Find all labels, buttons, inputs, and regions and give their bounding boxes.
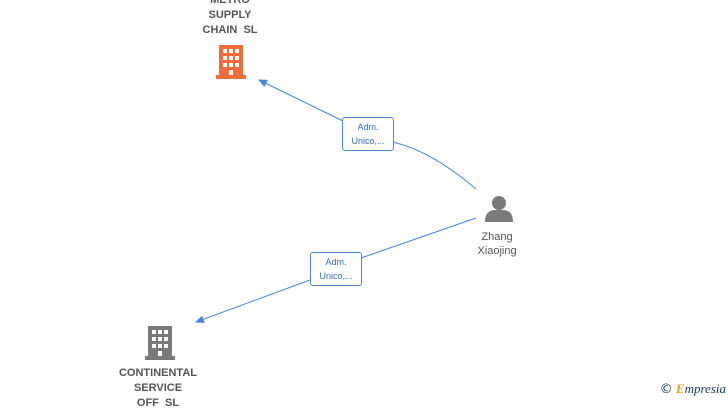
edge-person-to-continental <box>360 217 477 259</box>
edge-label-continental[interactable]: Adm. Unico,... <box>310 252 362 286</box>
node-label-metro[interactable]: METRO SUPPLY CHAIN SL <box>190 0 270 38</box>
edge-label-line: Adm. <box>357 122 379 132</box>
node-name-line: SERVICE <box>133 382 183 394</box>
node-name-line: Xiaojing <box>477 245 517 257</box>
edge-label-line: Unico,... <box>319 271 353 281</box>
node-name-line: CHAIN SL <box>202 24 258 36</box>
node-name-line: OFF SL <box>136 397 180 409</box>
brand-initial: E <box>675 381 685 396</box>
copyright-icon: © <box>659 382 673 397</box>
node-name-line: METRO <box>210 0 250 6</box>
edge-label-line: Unico,... <box>351 136 385 146</box>
edge-label-line: Adm. <box>325 257 347 267</box>
edge-person-to-continental-tail <box>195 279 311 323</box>
node-name-line: Zhang <box>481 231 513 243</box>
node-label-continental[interactable]: CONTINENTAL SERVICE OFF SL <box>110 366 206 411</box>
node-name-line: CONTINENTAL <box>118 367 197 379</box>
brand-name: mpresia <box>684 381 726 396</box>
empresia-logo[interactable]: © Empresia <box>660 381 726 397</box>
network-diagram <box>145 45 513 360</box>
building-icon[interactable] <box>145 326 175 360</box>
edge-person-to-metro-tail <box>258 79 344 122</box>
edge-person-to-metro <box>391 141 477 190</box>
edge-label-metro[interactable]: Adm. Unico,... <box>342 117 394 151</box>
building-icon[interactable] <box>216 45 246 79</box>
node-name-line: SUPPLY <box>208 9 252 21</box>
person-icon[interactable] <box>485 196 513 222</box>
node-label-person[interactable]: Zhang Xiaojing <box>464 230 530 258</box>
